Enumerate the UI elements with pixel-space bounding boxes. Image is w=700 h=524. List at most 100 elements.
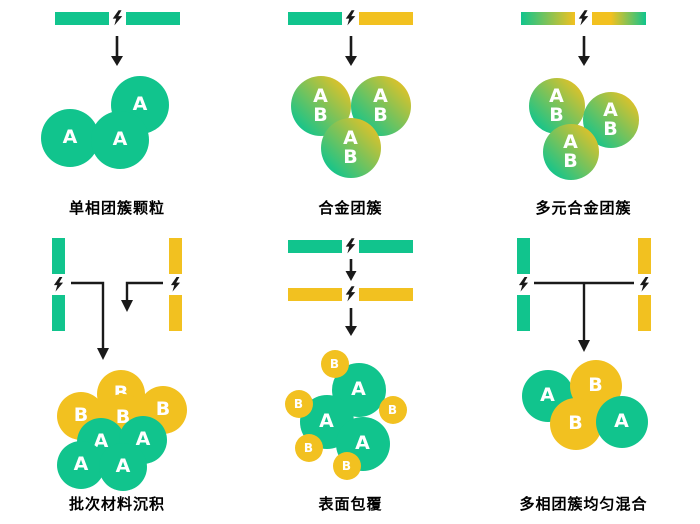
target-bar-green <box>288 11 342 25</box>
circle-label: A <box>132 93 148 116</box>
lightning-bolt-icon <box>518 277 528 292</box>
circle-label: B <box>73 404 89 427</box>
target-bar-green <box>516 295 530 331</box>
target-bar-gradient <box>592 11 646 25</box>
cluster-circle-b: B <box>549 398 602 450</box>
circle-label: A <box>549 84 564 107</box>
target-bar-yellow <box>359 287 413 301</box>
cluster-circle-b: B <box>284 390 313 418</box>
circle-label: A <box>313 84 328 107</box>
circle-label: A <box>135 428 151 451</box>
circle-label: A <box>343 126 358 149</box>
sputter-targets-green-green <box>288 238 413 254</box>
cluster-circle-a: A <box>41 109 99 167</box>
circle-label: A <box>351 378 366 401</box>
circle-label: A <box>319 410 334 433</box>
down-arrow-icon <box>577 36 590 66</box>
circle-label: A <box>112 128 128 151</box>
circle-label: B <box>373 104 388 126</box>
cluster-circle-b: B <box>332 452 361 480</box>
circle-label: A <box>563 130 578 153</box>
cluster-circle-b: B <box>378 396 407 424</box>
cluster-circle-a: A <box>91 111 149 169</box>
sputter-targets-left-green <box>516 238 530 331</box>
target-bar-green <box>359 239 413 253</box>
lightning-bolt-icon <box>170 277 181 292</box>
circle-label: B <box>603 118 618 140</box>
target-bar-yellow <box>169 238 182 274</box>
merge-arrows-icon <box>71 281 163 360</box>
lightning-bolt-icon <box>112 10 122 26</box>
dual-source-apparatus <box>516 238 651 360</box>
target-bar-yellow <box>359 11 413 25</box>
target-bar-green <box>54 11 109 25</box>
down-arrow-icon <box>345 259 356 281</box>
down-arrow-icon <box>344 308 357 336</box>
target-bar-yellow <box>637 295 651 331</box>
circle-label: B <box>341 458 352 473</box>
lightning-bolt-icon <box>345 10 356 26</box>
lightning-bolt-icon <box>345 286 356 302</box>
down-arrow-icon <box>111 36 123 66</box>
circle-label: A <box>614 410 629 433</box>
cluster-circle-b: B <box>294 434 323 462</box>
lightning-bolt-icon <box>578 10 589 26</box>
sputter-targets-gradient <box>521 10 646 26</box>
circle-label: B <box>343 146 358 168</box>
circle-label: A <box>73 453 89 476</box>
target-bar-yellow <box>637 238 651 274</box>
cluster-circle-a: A <box>99 443 147 491</box>
panel-caption: 多元合金团簇 <box>535 199 632 217</box>
circle-label: A <box>62 126 78 149</box>
target-bar-green <box>516 238 530 274</box>
target-bar-green <box>52 295 65 331</box>
down-arrow-icon <box>344 36 357 66</box>
panel-caption: 表面包覆 <box>318 495 383 513</box>
panel-caption: 批次材料沉积 <box>68 495 165 513</box>
dual-source-apparatus <box>52 238 182 366</box>
circle-label: A <box>115 455 131 478</box>
cluster-circle-a: A <box>57 441 105 489</box>
circle-label: A <box>540 384 555 407</box>
sputter-targets-yellow-yellow <box>288 286 413 302</box>
cluster-circle-b: B <box>320 350 349 378</box>
target-bar-green <box>125 11 180 25</box>
lightning-bolt-icon <box>53 277 64 292</box>
circle-label: B <box>293 396 304 411</box>
circle-label: A <box>373 84 388 107</box>
panel-batch-material-deposition: BBBBAAAA 批次材料沉积 <box>0 232 234 524</box>
panel-caption: 多相团簇均匀混合 <box>519 495 648 513</box>
circle-label: B <box>155 398 171 421</box>
sputter-targets-green-green <box>54 10 180 26</box>
circle-label: B <box>563 150 578 172</box>
target-bar-green <box>52 238 65 274</box>
panel-caption: 合金团簇 <box>318 199 383 217</box>
sputter-targets-right-yellow <box>637 238 651 331</box>
sputter-targets-green-yellow <box>288 10 413 26</box>
tee-arrow-icon <box>533 281 634 352</box>
sputter-targets-right-yellow <box>169 238 182 331</box>
circle-label: B <box>588 374 603 397</box>
particle-cluster: BBBBAAAA <box>37 370 197 492</box>
circle-label: B <box>549 104 564 126</box>
circle-label: B <box>313 104 328 126</box>
lightning-bolt-icon <box>639 277 649 292</box>
cluster-circle-a: A <box>595 396 648 448</box>
target-bar-yellow <box>288 287 342 301</box>
circle-label: A <box>355 432 370 455</box>
target-bar-yellow <box>169 295 182 331</box>
circle-label: B <box>303 440 314 455</box>
